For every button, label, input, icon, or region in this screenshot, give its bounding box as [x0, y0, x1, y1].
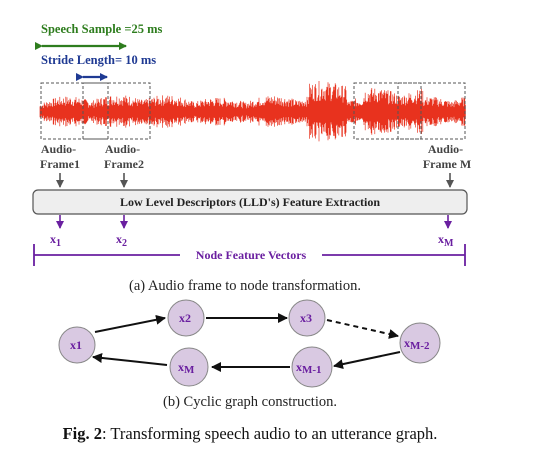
edge-x1-x2: [94, 314, 166, 333]
caption-a: (a) Audio frame to node transformation.: [129, 278, 361, 294]
node-xM2: xM-2: [399, 322, 441, 364]
frame-windows: [40, 82, 466, 140]
lld-feature-extraction-box: [32, 189, 468, 215]
stride-length-label: Stride Length= 10 ms: [41, 53, 156, 67]
svg-text:x2: x2: [179, 311, 191, 325]
node-x2: x2: [167, 299, 205, 337]
frame2-label: Audio- Frame2: [104, 142, 144, 171]
frame1-label: Audio- Frame1: [40, 142, 80, 171]
vector-x1: x1: [50, 232, 61, 249]
svg-text:xM-2: xM-2: [404, 336, 430, 352]
svg-text:xM: xM: [178, 360, 195, 376]
vector-xM: xM: [438, 232, 454, 249]
edge-x3-xM2: [326, 319, 399, 339]
figure-title: Fig. 2: Transforming speech audio to an …: [63, 424, 438, 443]
waveform-trace: [39, 81, 466, 142]
frameM-label: Audio- Frame M: [423, 142, 471, 171]
node-feature-vectors-label: Node Feature Vectors: [196, 248, 307, 262]
svg-text:xM-1: xM-1: [296, 360, 322, 376]
edge-xM2-xM1: [333, 351, 401, 370]
frame-window-b: [397, 82, 466, 140]
frame-window-2: [82, 82, 151, 140]
speech-waveform: [39, 81, 466, 142]
vector-x2: x2: [116, 232, 127, 249]
edge-xM-x1: [92, 352, 168, 366]
svg-text:x1: x1: [70, 338, 82, 352]
node-x1: x1: [58, 326, 96, 364]
caption-b: (b) Cyclic graph construction.: [163, 394, 337, 410]
lld-to-vector-arrows: [56, 215, 452, 229]
svg-text:x3: x3: [300, 311, 312, 325]
frame-window-1: [40, 82, 109, 140]
graph-edges: [92, 313, 401, 372]
speech-sample-label: Speech Sample =25 ms: [41, 22, 162, 36]
node-xM1: xM-1: [291, 346, 333, 388]
node-x3: x3: [288, 299, 326, 337]
frame-to-lld-arrows: [56, 173, 454, 188]
frame-window-a: [353, 82, 422, 140]
node-xM: xM: [169, 347, 209, 387]
graph-nodes: x1 x2 x3 xM-2 xM-1: [58, 299, 441, 388]
feature-vector-bracket: [33, 244, 466, 266]
lld-box-label: Low Level Descriptors (LLD's) Feature Ex…: [120, 195, 380, 209]
